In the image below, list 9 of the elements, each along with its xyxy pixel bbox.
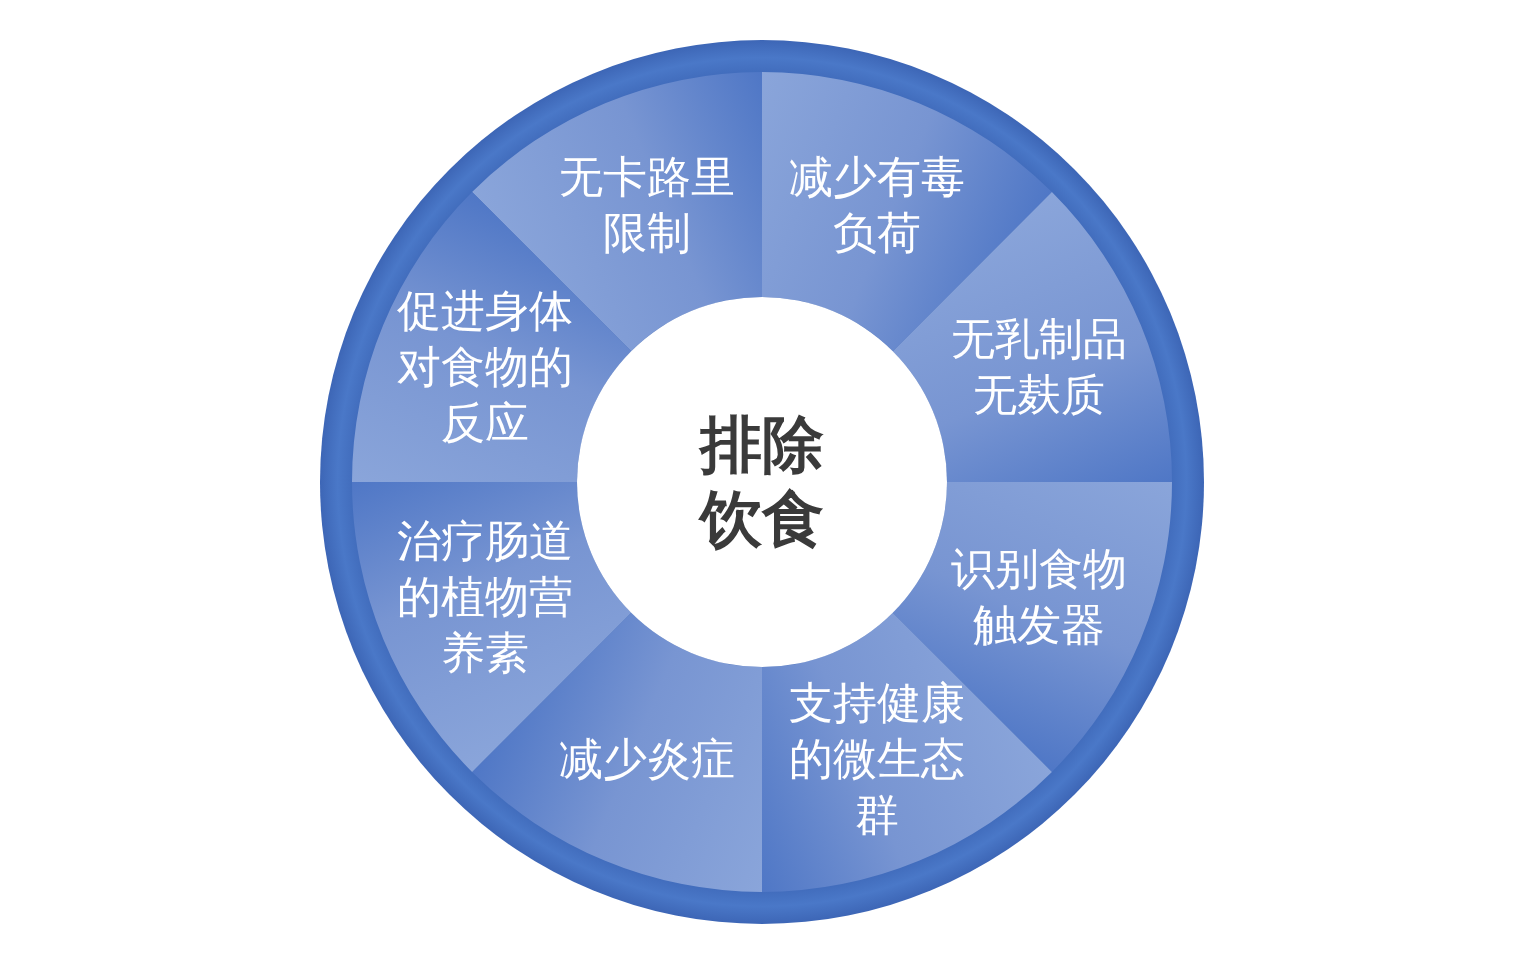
segment-label: 无卡路里限制	[558, 149, 737, 260]
segment-label: 识别食物触发器	[950, 541, 1129, 652]
segment-label: 支持健康的微生态群	[787, 676, 966, 843]
segment-label: 促进身体对食物的反应	[395, 284, 574, 451]
segment-label: 减少有毒负荷	[787, 149, 966, 260]
center-label: 排除饮食	[697, 408, 825, 556]
segment-label: 减少炎症	[558, 732, 737, 787]
segment-label: 无乳制品无麸质	[950, 312, 1129, 423]
segment-label: 治疗肠道的植物营养素	[395, 513, 574, 680]
